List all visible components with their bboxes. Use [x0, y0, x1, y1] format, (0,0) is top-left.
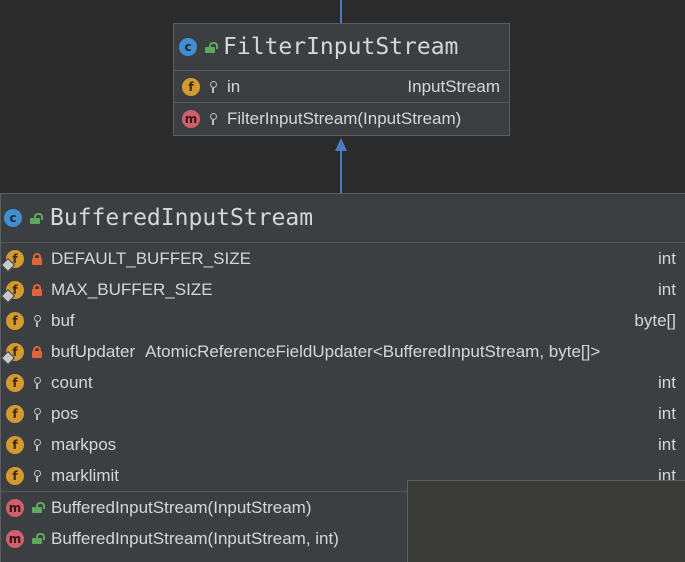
- class-box-filterinputstream[interactable]: c FilterInputStream f in InputStream m F…: [173, 23, 510, 136]
- field-row-default-buffer-size[interactable]: f DEFAULT_BUFFER_SIZE int: [0, 243, 685, 274]
- public-visibility-icon: [28, 212, 43, 224]
- field-name: bufUpdater: [51, 341, 136, 361]
- class-box-bufferedinputstream[interactable]: c BufferedInputStream f DEFAULT_BUFFER_S…: [0, 193, 685, 562]
- field-type: int: [658, 279, 676, 299]
- class-icon: c: [4, 209, 22, 227]
- field-row-markpos[interactable]: f markpos int: [1, 429, 685, 460]
- method-signature: BufferedInputStream(InputStream, int): [51, 528, 339, 548]
- lock-icon: [30, 252, 44, 265]
- field-icon: f: [6, 373, 24, 392]
- field-row-bufupdater[interactable]: f bufUpdater AtomicReferenceFieldUpdater…: [0, 336, 685, 367]
- field-name: buf: [51, 310, 75, 330]
- field-icon: f: [0, 249, 24, 272]
- class-header: c BufferedInputStream: [1, 194, 685, 243]
- field-type: int: [658, 434, 676, 454]
- field-name: DEFAULT_BUFFER_SIZE: [51, 248, 251, 268]
- package-private-icon: [206, 80, 220, 93]
- inheritance-line: [340, 150, 342, 193]
- field-type: InputStream: [407, 76, 500, 96]
- field-icon: f: [0, 280, 24, 303]
- class-name: BufferedInputStream: [50, 205, 314, 231]
- method-row-constructor[interactable]: m FilterInputStream(InputStream): [174, 102, 509, 134]
- field-row-count[interactable]: f count int: [1, 367, 685, 398]
- method-icon: m: [182, 109, 200, 128]
- field-type: int: [658, 465, 676, 485]
- unlock-icon: [205, 41, 218, 53]
- package-private-icon: [30, 376, 44, 389]
- field-icon: f: [6, 404, 24, 423]
- field-type: int: [658, 248, 676, 268]
- package-private-icon: [30, 469, 44, 482]
- field-row-marklimit[interactable]: f marklimit int: [1, 460, 685, 491]
- class-header: c FilterInputStream: [174, 24, 509, 71]
- field-type: AtomicReferenceFieldUpdater<BufferedInpu…: [145, 341, 601, 361]
- field-type: int: [658, 372, 676, 392]
- inheritance-arrow-icon: [335, 138, 347, 151]
- package-private-icon: [30, 438, 44, 451]
- field-name: markpos: [51, 434, 117, 454]
- field-type: byte[]: [634, 310, 676, 330]
- field-name: count: [51, 372, 93, 392]
- field-name: pos: [51, 403, 79, 423]
- package-private-icon: [30, 314, 44, 327]
- method-icon: m: [6, 498, 24, 517]
- unlock-icon: [30, 212, 43, 224]
- field-icon: f: [6, 435, 24, 454]
- class-icon: c: [179, 38, 197, 56]
- unlock-icon: [30, 502, 45, 513]
- field-icon: f: [6, 311, 24, 330]
- field-name: MAX_BUFFER_SIZE: [51, 279, 213, 299]
- public-visibility-icon: [203, 41, 218, 53]
- field-row-max-buffer-size[interactable]: f MAX_BUFFER_SIZE int: [0, 274, 685, 305]
- package-private-icon: [30, 407, 44, 420]
- overlay-panel: [407, 480, 685, 562]
- class-name: FilterInputStream: [223, 34, 459, 60]
- field-row-buf[interactable]: f buf byte[]: [1, 305, 685, 336]
- field-name: in: [227, 76, 241, 96]
- lock-icon: [30, 345, 44, 358]
- field-icon: f: [0, 342, 24, 365]
- field-icon: f: [6, 466, 24, 485]
- field-icon: f: [182, 77, 200, 96]
- lock-icon: [30, 283, 44, 296]
- field-row-pos[interactable]: f pos int: [1, 398, 685, 429]
- field-name: marklimit: [51, 465, 119, 485]
- method-row-constructor[interactable]: m BufferedInputStream(InputStream, int): [1, 523, 685, 554]
- method-row-constructor[interactable]: m BufferedInputStream(InputStream): [1, 491, 685, 523]
- unlock-icon: [30, 533, 45, 544]
- field-row-in[interactable]: f in InputStream: [174, 71, 509, 102]
- package-private-icon: [206, 112, 220, 125]
- method-icon: m: [6, 529, 24, 548]
- method-signature: FilterInputStream(InputStream): [227, 108, 462, 128]
- method-signature: BufferedInputStream(InputStream): [51, 497, 312, 517]
- inheritance-line-top: [340, 0, 342, 23]
- field-type: int: [658, 403, 676, 423]
